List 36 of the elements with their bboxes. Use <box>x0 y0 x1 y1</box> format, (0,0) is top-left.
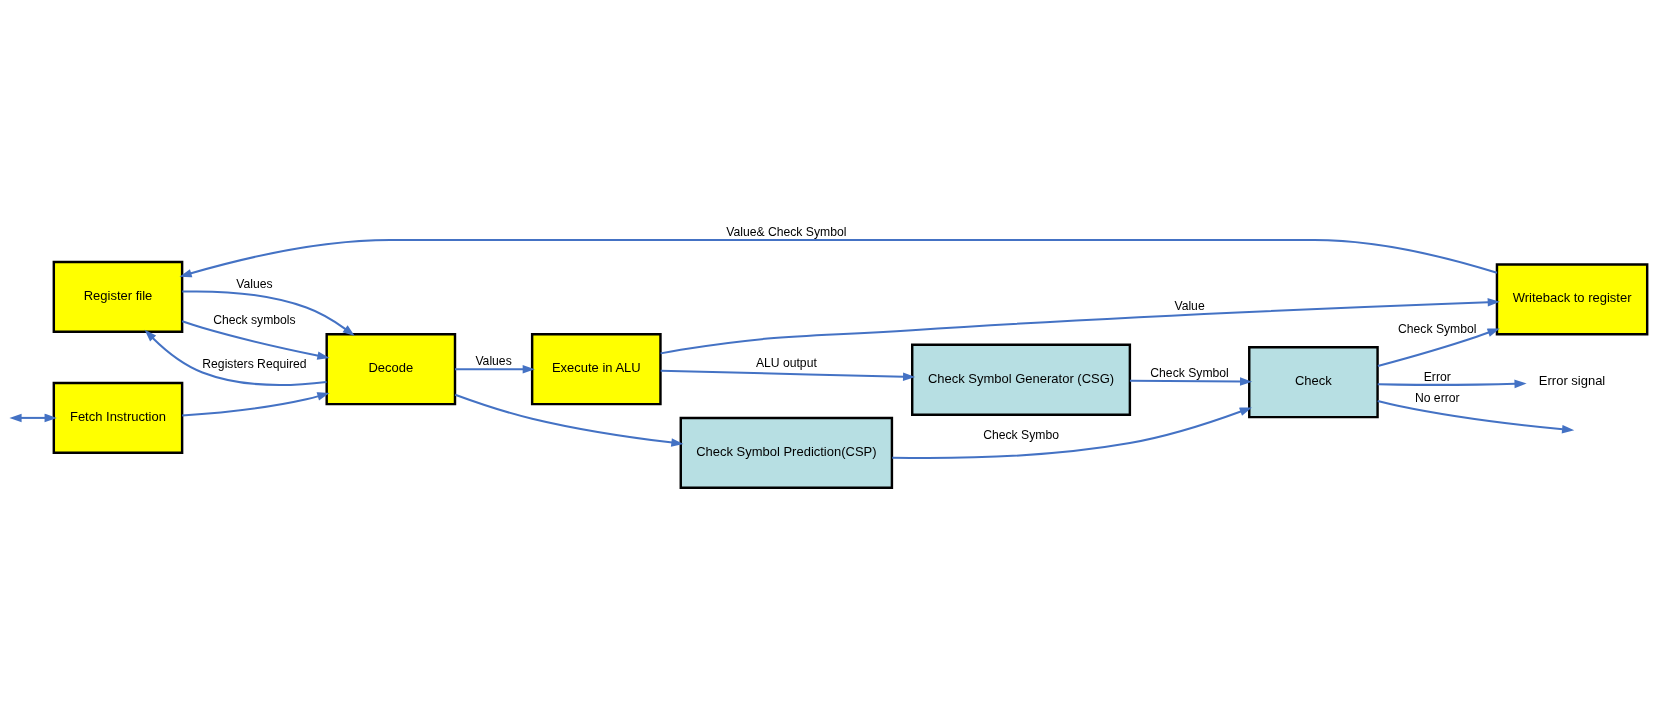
edge-label: Check Symbol <box>1398 321 1477 336</box>
arrow <box>1377 328 1500 367</box>
arrow <box>182 392 330 417</box>
edge-label: Values <box>236 276 273 291</box>
arrow <box>892 407 1252 460</box>
edge-label: Check symbols <box>213 312 296 327</box>
node-box: Fetch Instruction <box>52 381 184 455</box>
edge-label: Error <box>1423 369 1451 384</box>
node-box: Writeback to register <box>1495 263 1649 336</box>
arrow <box>1377 400 1575 434</box>
edge-label: Value <box>1174 298 1205 313</box>
node-box: Check <box>1248 346 1379 419</box>
arrow <box>660 298 1500 355</box>
arrow <box>660 369 916 382</box>
arrow <box>179 239 1498 278</box>
arrow <box>1377 379 1527 389</box>
edge-label: Check Symbo <box>983 428 1059 443</box>
arrow <box>181 320 330 360</box>
node-box: Execute in ALU <box>530 333 662 406</box>
node-box: Decode <box>325 333 457 406</box>
edge-label: Registers Required <box>202 357 307 372</box>
arrow <box>9 413 57 423</box>
edge-label: Value& Check Symbol <box>726 224 847 239</box>
node-box: Check Symbol Generator (CSG) <box>911 343 1132 416</box>
node-text: Error signal <box>1538 373 1606 389</box>
edge-label: Values <box>475 354 512 369</box>
arrow <box>144 329 327 386</box>
arrow <box>1129 377 1253 386</box>
edge-label: No error <box>1414 390 1460 405</box>
arrow <box>454 393 684 447</box>
node-box: Register file <box>52 260 184 334</box>
edge-label: Check Symbol <box>1150 365 1229 380</box>
arrow <box>455 364 535 374</box>
edge-label: ALU output <box>755 355 817 370</box>
arrow <box>182 290 355 337</box>
node-box: Check Symbol Prediction(CSP) <box>679 416 894 489</box>
